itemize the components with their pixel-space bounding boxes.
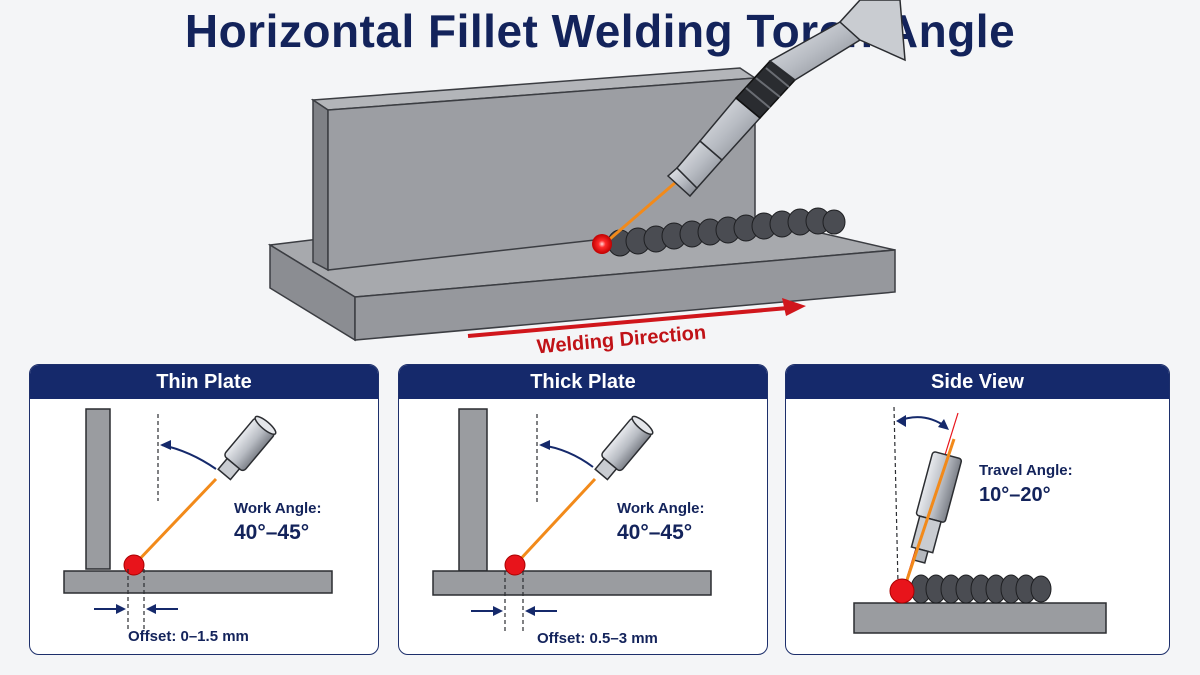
filler-wire [902,438,956,590]
weld-bead [607,207,846,257]
arc-spot [123,554,145,576]
torch-nozzle [594,415,654,481]
thick-plate-diagram: Work Angle: 40°–45° Offset: 0.5–3 mm [432,408,712,647]
vertical-plate [310,67,758,272]
welding-direction-arrow [467,298,806,338]
work-angle-label: Work Angle: [234,500,322,517]
torch-nozzle [910,451,963,564]
thick-plate-panel: Thick Plate Work Angle: 40°– [398,364,768,655]
arc-spot [592,234,612,254]
arc-spot [889,578,915,604]
hero-illustration: Welding Direction [267,0,906,358]
work-angle-value: 40°–45° [234,521,309,544]
base-plate [853,602,1107,634]
panel-heading: Thin Plate [30,365,378,399]
base-plate [63,570,333,594]
thin-plate-panel: Thin Plate Work Angle: 40°–45° Offset: 0… [29,364,379,655]
filler-wire [513,477,597,567]
offset-label: Offset: 0–1.5 mm [128,628,249,645]
travel-angle-value: 10°–20° [979,484,1051,506]
torch-nozzle [217,415,277,481]
vertical-plate [458,408,488,572]
side-view-diagram: Travel Angle: 10°–20° [853,406,1107,634]
welding-torch [603,0,906,246]
arc-spot [504,554,526,576]
panel-heading: Side View [786,365,1169,399]
filler-wire [132,477,218,567]
work-angle-value: 40°–45° [617,521,692,544]
work-angle-label: Work Angle: [617,500,705,517]
base-plate [432,570,712,596]
travel-angle-label: Travel Angle: [979,462,1073,479]
thin-plate-diagram: Work Angle: 40°–45° Offset: 0–1.5 mm [63,408,333,645]
weld-bead [910,574,1052,604]
offset-label: Offset: 0.5–3 mm [537,630,658,647]
panel-heading: Thick Plate [399,365,767,399]
vertical-reference-line [893,406,899,585]
vertical-plate [85,408,111,570]
side-view-panel: Side View Travel Angle: 10°–20° [785,364,1170,655]
